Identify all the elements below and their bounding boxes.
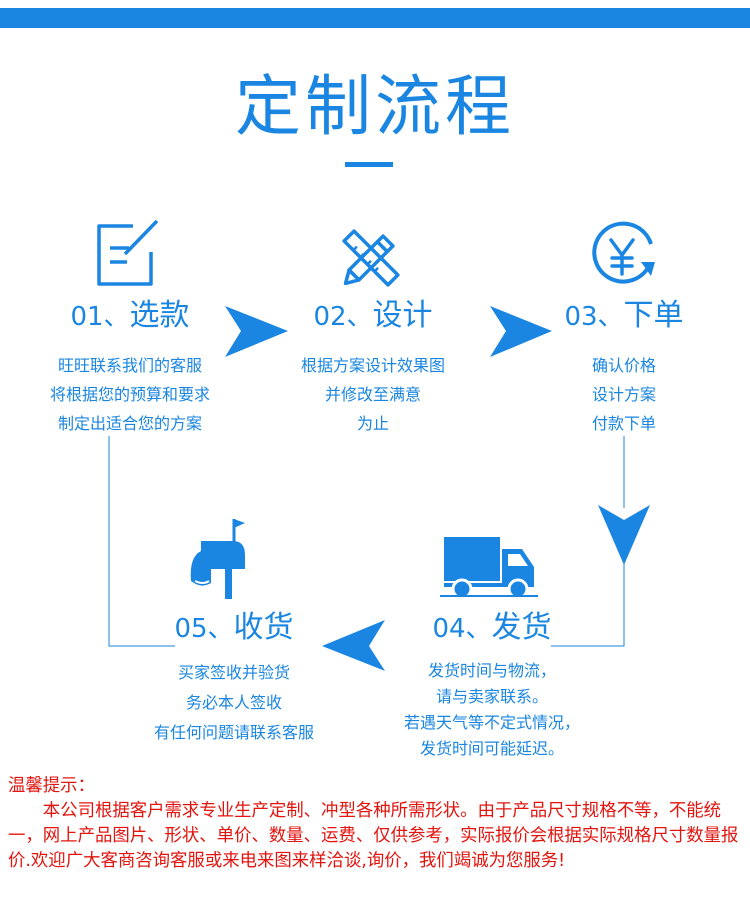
yen-refresh-icon: [592, 221, 655, 284]
connector-line-to-step4: [551, 562, 625, 647]
notice-body: 本公司根据客户需求专业生产定制、冲型各种所需形状。由于产品尺寸规格不等，不能统一…: [8, 801, 739, 871]
delivery-truck-icon: [440, 537, 538, 600]
step-3-number: 03、: [564, 302, 624, 332]
mailbox-icon: [190, 519, 245, 599]
step-1-number: 01、: [70, 302, 130, 332]
arrow-right-2-to-3: [490, 306, 552, 357]
step-4-title: 04、发货: [382, 610, 602, 647]
step-1-description: 旺旺联系我们的客服 将根据您的预算和要求 制定出适合您的方案: [20, 351, 240, 438]
step-2: 02、设计 根据方案设计效果图 并修改至满意 为止: [263, 298, 483, 438]
step-2-line: 并修改至满意: [324, 385, 421, 404]
step-2-description: 根据方案设计效果图 并修改至满意 为止: [263, 351, 483, 438]
page-title: 定制流程: [235, 68, 515, 145]
step-2-label: 设计: [372, 298, 433, 333]
step-5-description: 买家签收并验货 务必本人签收 有任何问题请联系客服: [124, 658, 344, 748]
step-2-title: 02、设计: [263, 298, 483, 335]
step-5-line: 务必本人签收: [185, 693, 282, 712]
step-3-description: 确认价格 设计方案 付款下单: [524, 351, 724, 438]
step-4: 04、发货 发货时间与物流， 请与卖家联系。 若遇天气等不定式情况， 发货时间可…: [382, 610, 602, 762]
step-4-line: 发货时间与物流，: [427, 661, 556, 680]
step-2-line: 根据方案设计效果图: [300, 356, 445, 375]
arrow-left-4-to-5: [322, 620, 385, 671]
step-4-number: 04、: [432, 614, 492, 644]
step-5: 05、收货 买家签收并验货 务必本人签收 有任何问题请联系客服: [124, 610, 344, 748]
step-4-line: 请与卖家联系。: [435, 687, 548, 706]
step-1-title: 01、选款: [20, 298, 240, 335]
step-1-line: 制定出适合您的方案: [57, 414, 202, 433]
step-5-title: 05、收货: [124, 610, 344, 647]
step-3: 03、下单 确认价格 设计方案 付款下单: [524, 298, 724, 438]
step-3-title: 03、下单: [524, 298, 724, 335]
step-1-line: 旺旺联系我们的客服: [57, 356, 202, 375]
step-5-label: 收货: [233, 610, 294, 645]
step-4-label: 发货: [491, 610, 552, 645]
notice-heading: 温馨提示：: [8, 776, 95, 796]
step-4-line: 发货时间可能延迟。: [419, 739, 564, 758]
step-1: 01、选款 旺旺联系我们的客服 将根据您的预算和要求 制定出适合您的方案: [20, 298, 240, 438]
step-2-line: 为止: [356, 414, 389, 433]
warm-tips-notice: 温馨提示： 本公司根据客户需求专业生产定制、冲型各种所需形状。由于产品尺寸规格不…: [8, 774, 746, 874]
step-3-line: 确认价格: [591, 356, 656, 375]
pencil-ruler-icon: [342, 229, 400, 287]
step-4-line: 若遇天气等不定式情况，: [403, 713, 580, 732]
top-banner-bar: [0, 8, 750, 28]
arrow-right-1-to-2: [225, 306, 288, 357]
step-4-description: 发货时间与物流， 请与卖家联系。 若遇天气等不定式情况， 发货时间可能延迟。: [382, 658, 602, 762]
edit-note-icon: [97, 219, 159, 286]
step-1-line: 将根据您的预算和要求: [49, 385, 210, 404]
step-3-line: 付款下单: [591, 414, 656, 433]
step-3-line: 设计方案: [591, 385, 656, 404]
step-5-line: 买家签收并验货: [177, 663, 290, 682]
step-3-label: 下单: [623, 298, 684, 333]
step-5-number: 05、: [174, 614, 234, 644]
step-1-label: 选款: [129, 298, 190, 333]
arrow-down-3-to-4: [598, 505, 650, 565]
step-5-line: 有任何问题请联系客服: [153, 723, 314, 742]
connector-line-step1-to-step5: [108, 436, 175, 647]
title-underline: [345, 162, 393, 167]
step-2-number: 02、: [313, 302, 373, 332]
